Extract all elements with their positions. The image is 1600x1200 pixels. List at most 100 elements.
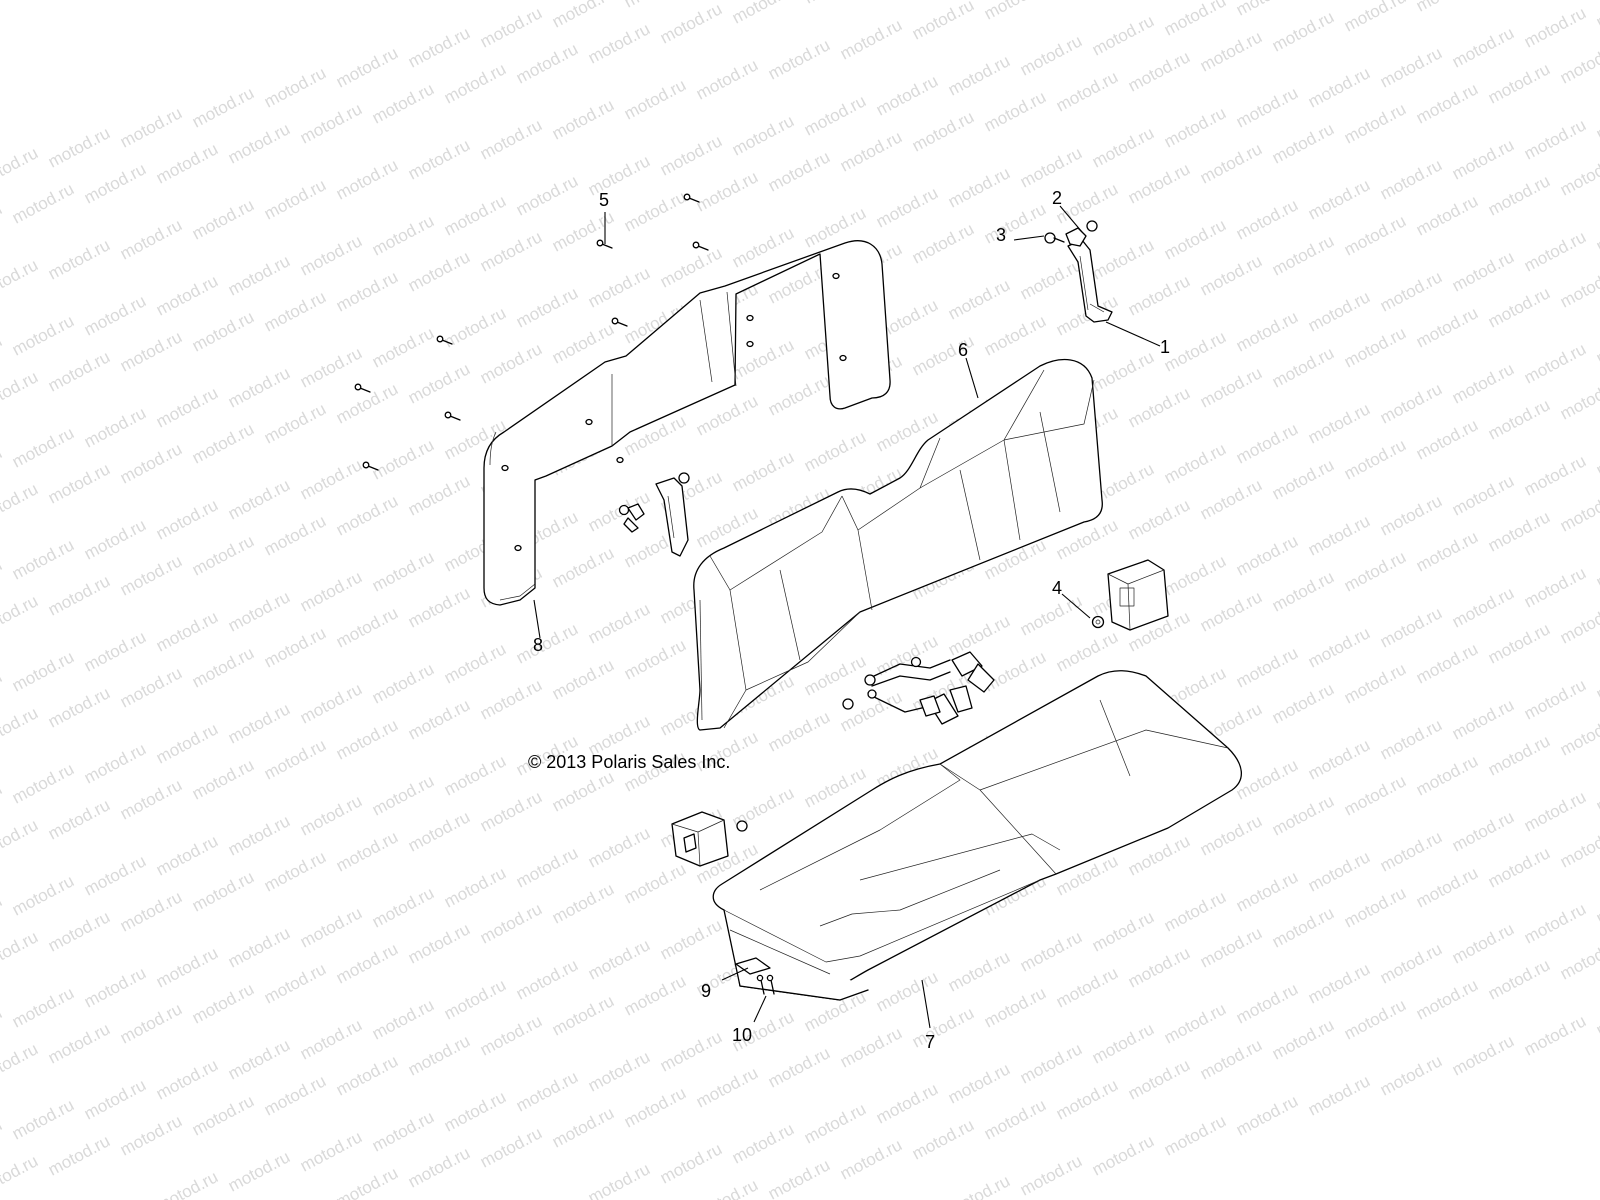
watermark-text: motod.ru [0, 1151, 41, 1199]
watermark-text: motod.ru [1593, 879, 1600, 927]
watermark-text: motod.ru [117, 439, 185, 487]
leader-lines [533, 205, 1161, 1029]
watermark-text: motod.ru [333, 603, 401, 651]
watermark-text: motod.ru [45, 347, 113, 395]
watermark-text: motod.ru [261, 959, 329, 1007]
watermark-text: motod.ru [225, 251, 293, 299]
watermark-text: motod.ru [0, 255, 41, 303]
watermark-text: motod.ru [1521, 339, 1589, 387]
watermark-text: motod.ru [9, 871, 77, 919]
watermark-text: motod.ru [765, 1043, 833, 1091]
watermark-text: motod.ru [1197, 811, 1265, 859]
watermark-text: motod.ru [1413, 639, 1481, 687]
watermark-text: motod.ru [1449, 359, 1517, 407]
watermark-text: motod.ru [189, 867, 257, 915]
watermark-text: motod.ru [1593, 0, 1600, 32]
watermark-text: motod.ru [549, 879, 617, 927]
watermark-text: motod.ru [1485, 395, 1553, 443]
watermark-text: motod.ru [729, 447, 797, 495]
watermark-text: motod.ru [45, 907, 113, 955]
watermark-text: motod.ru [261, 175, 329, 223]
watermark-text: motod.ru [225, 1035, 293, 1083]
watermark-text: motod.ru [117, 327, 185, 375]
watermark-text: motod.ru [1413, 751, 1481, 799]
watermark-text: motod.ru [0, 815, 41, 863]
watermark-text: motod.ru [153, 1167, 221, 1200]
watermark-text: motod.ru [513, 843, 581, 891]
watermark-text: motod.ru [225, 587, 293, 635]
watermark-text: motod.ru [1341, 883, 1409, 931]
watermark-text: motod.ru [153, 719, 221, 767]
watermark-text: motod.ru [1161, 887, 1229, 935]
watermark-text: motod.ru [0, 927, 41, 975]
watermark-text: motod.ru [801, 1099, 869, 1147]
watermark-text: motod.ru [333, 267, 401, 315]
watermark-text: motod.ru [1557, 823, 1600, 871]
watermark-text: motod.ru [585, 19, 653, 67]
watermark-text: motod.ru [1341, 547, 1409, 595]
watermark-text: motod.ru [765, 147, 833, 195]
watermark-text: motod.ru [225, 1147, 293, 1195]
callout-4: 4 [1052, 578, 1062, 598]
watermark-text: motod.ru [225, 811, 293, 859]
watermark-text: motod.ru [1125, 495, 1193, 543]
watermark-text: motod.ru [1305, 175, 1373, 223]
watermark-text: motod.ru [549, 207, 617, 255]
watermark-text: motod.ru [333, 491, 401, 539]
watermark-text: motod.ru [1521, 563, 1589, 611]
watermark-text: motod.ru [1305, 1071, 1373, 1119]
watermark-text: motod.ru [1269, 1015, 1337, 1063]
watermark-text: motod.ru [729, 335, 797, 383]
watermark-text: motod.ru [153, 383, 221, 431]
watermark-text: motod.ru [1233, 531, 1301, 579]
watermark-text: motod.ru [585, 263, 653, 311]
watermark-text: motod.ru [477, 675, 545, 723]
watermark-text: motod.ru [441, 751, 509, 799]
callout-9: 9 [701, 981, 711, 1001]
watermark-text: motod.ru [1593, 95, 1600, 143]
watermark-text: motod.ru [765, 1155, 833, 1200]
watermark-text: motod.ru [1593, 991, 1600, 1039]
watermark-text: motod.ru [549, 0, 617, 32]
watermark-text: motod.ru [0, 1003, 5, 1051]
callout-5: 5 [599, 190, 609, 210]
watermark-text: motod.ru [9, 759, 77, 807]
watermark-text: motod.ru [513, 39, 581, 87]
watermark-text: motod.ru [1341, 0, 1409, 36]
watermark-text: motod.ru [1017, 255, 1085, 303]
watermark-text: motod.ru [1449, 135, 1517, 183]
watermark-text: motod.ru [333, 1051, 401, 1099]
watermark-text: motod.ru [441, 639, 509, 687]
watermark-text: motod.ru [1269, 119, 1337, 167]
watermark-text: motod.ru [1377, 1051, 1445, 1099]
watermark-text: motod.ru [1161, 327, 1229, 375]
watermark-text: motod.ru [1233, 195, 1301, 243]
watermark-text: motod.ru [0, 1115, 5, 1163]
screws-part-5 [354, 193, 709, 471]
watermark-text: motod.ru [333, 715, 401, 763]
watermark-text: motod.ru [1269, 455, 1337, 503]
watermark-text: motod.ru [801, 427, 869, 475]
watermark-text: motod.ru [1557, 599, 1600, 647]
watermark-text: motod.ru [1305, 287, 1373, 335]
watermark-text: motod.ru [117, 215, 185, 263]
watermark-text: motod.ru [1269, 343, 1337, 391]
watermark-text: motod.ru [1413, 191, 1481, 239]
watermark-text: motod.ru [333, 827, 401, 875]
watermark-text: motod.ru [297, 455, 365, 503]
watermark-text: motod.ru [693, 167, 761, 215]
watermark-text: motod.ru [261, 63, 329, 111]
watermark-text: motod.ru [1017, 143, 1085, 191]
watermark-text: motod.ru [1377, 603, 1445, 651]
watermark-text: motod.ru [153, 607, 221, 655]
watermark-text: motod.ru [369, 771, 437, 819]
watermark-text: motod.ru [153, 1055, 221, 1103]
copyright-notice: © 2013 Polaris Sales Inc. [528, 752, 730, 772]
watermark-text: motod.ru [1197, 139, 1265, 187]
watermark-text: motod.ru [225, 923, 293, 971]
watermark-text: motod.ru [1233, 755, 1301, 803]
watermark-text: motod.ru [585, 935, 653, 983]
watermark-text: motod.ru [117, 663, 185, 711]
watermark-text: motod.ru [261, 287, 329, 335]
watermark-text: motod.ru [909, 1003, 977, 1051]
